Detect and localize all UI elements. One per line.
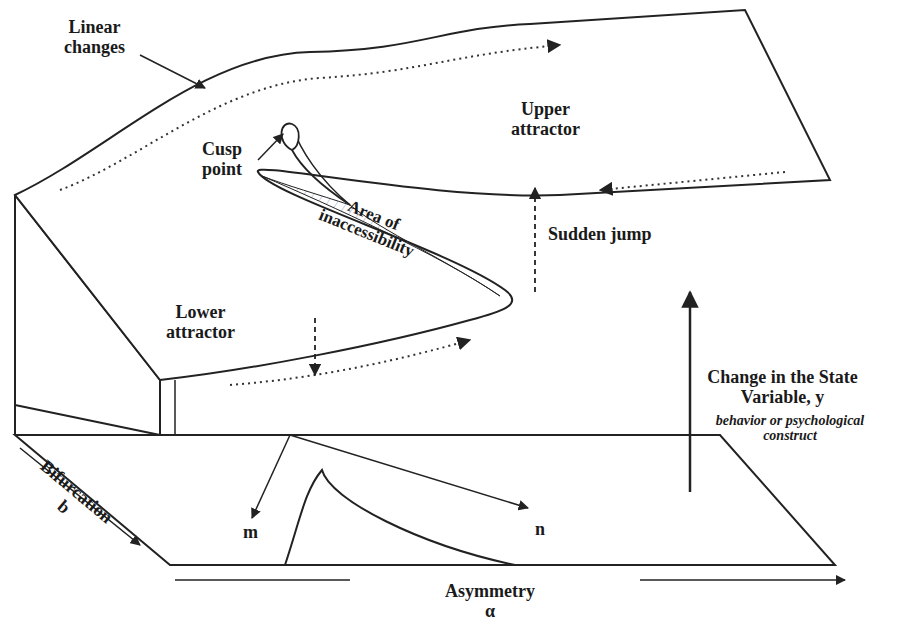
axis-subtitle: behavior or psychological construct (690, 413, 890, 444)
sudden-jump-label: Sudden jump (548, 225, 652, 245)
cusp-point-label: Cusp point (202, 140, 242, 180)
axis-label: Change in the State Variable, y (690, 368, 875, 408)
axis-name: m (243, 523, 258, 543)
attractor-label: Upper attractor (511, 100, 580, 140)
attractor-label: Lower attractor (166, 303, 235, 343)
axis-label: Asymmetry α (445, 582, 535, 622)
axis-name: n (535, 520, 545, 540)
linear-changes-label: Linear changes (64, 18, 125, 58)
